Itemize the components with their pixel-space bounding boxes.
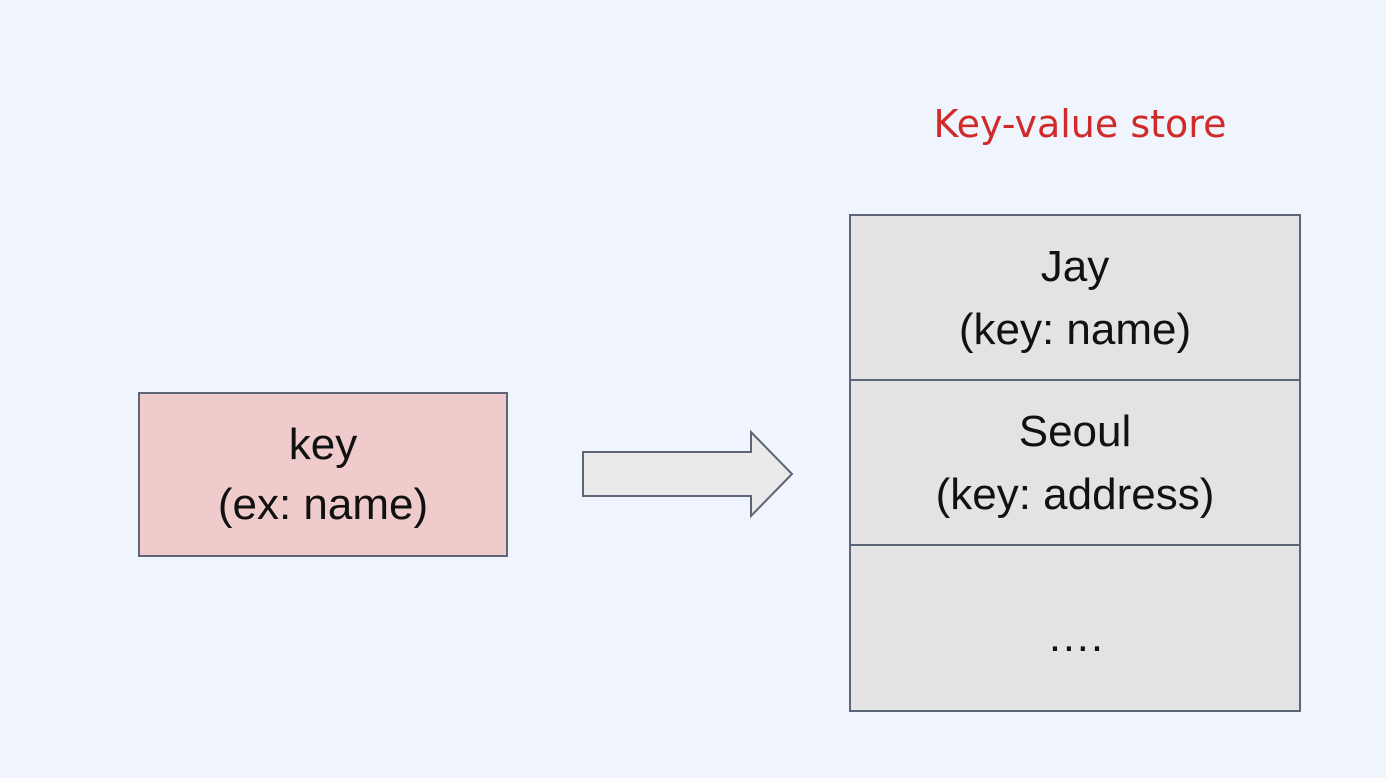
diagram-title: Key-value store — [933, 102, 1227, 146]
key-box-label: key — [288, 419, 358, 469]
store-row-more: …. — [851, 546, 1299, 710]
store-row-address: Seoul (key: address) — [851, 381, 1299, 546]
key-box-example: (ex: name) — [217, 479, 429, 529]
store-row-value: Jay — [1040, 241, 1110, 291]
store-row-key: (key: address) — [935, 469, 1215, 519]
store-row-key: (key: name) — [958, 304, 1192, 354]
key-value-store: Jay (key: name) Seoul (key: address) …. — [849, 214, 1301, 712]
right-arrow-icon — [582, 430, 794, 518]
store-row-name: Jay (key: name) — [851, 216, 1299, 381]
key-box: key (ex: name) — [138, 392, 508, 557]
store-row-value: Seoul — [1018, 406, 1132, 456]
store-row-ellipsis: …. — [1046, 611, 1104, 661]
